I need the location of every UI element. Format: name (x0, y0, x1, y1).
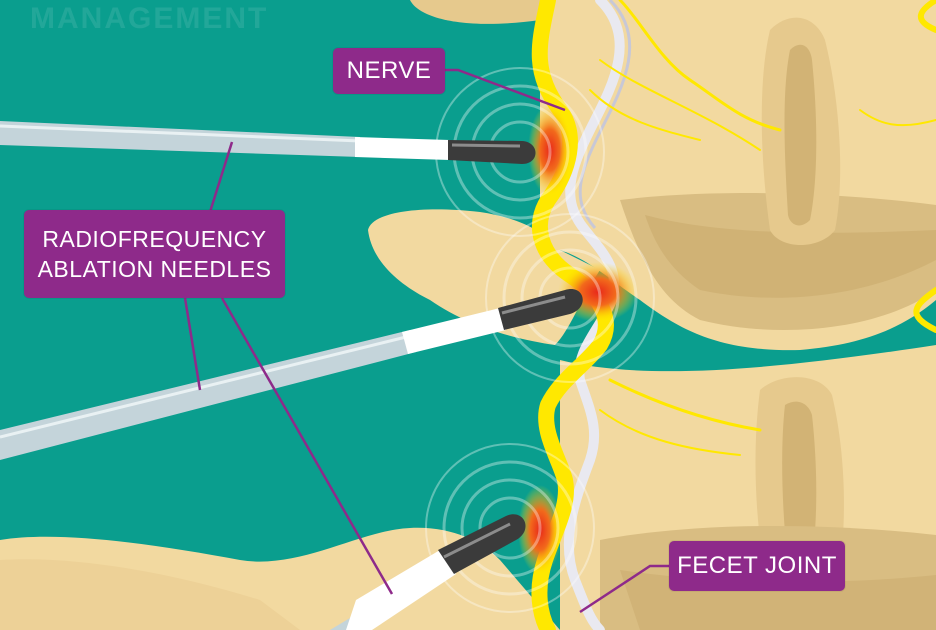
leader-rf-to-mid-needle (183, 297, 202, 391)
needle-middle-shaft (0, 330, 416, 460)
nerve-right-branch (859, 109, 936, 127)
rf-ablation-needles-label: RADIOFREQUENCY ABLATION NEEDLES (24, 210, 285, 298)
vertebra-top-left-lobe (410, 0, 540, 24)
facet-label-text: FECET JOINT (677, 552, 837, 579)
wave-mid-2 (520, 248, 620, 348)
needle-top-shaft-shine (0, 124, 361, 143)
needle-bottom-sleeve (346, 550, 456, 630)
leader-nerve (444, 68, 566, 112)
leader-rf-to-top-needle (208, 141, 234, 213)
wave-bottom-2 (460, 478, 560, 578)
leader-rf-to-bottom-needle (220, 297, 394, 595)
nerve-branch-top3 (589, 89, 701, 141)
nerve-label-text: NERVE (346, 57, 432, 84)
heat-zone-bottom (518, 485, 562, 575)
vertebra-top-inner-shadow (645, 215, 936, 298)
nerve-label: NERVE (333, 48, 445, 94)
wave-bottom-1 (478, 496, 542, 560)
rf-label-line1: RADIOFREQUENCY (42, 226, 267, 252)
heat-zone-top (528, 104, 572, 196)
wave-mid-4 (485, 213, 655, 383)
spinous-ridge-top-core (784, 44, 817, 226)
wave-mid-3 (502, 230, 638, 366)
needle-middle-tip-shine (501, 295, 566, 315)
nerve-right-top (918, 0, 936, 33)
needle-bottom-tip-shine (443, 522, 511, 559)
rf-label-line2: ABLATION NEEDLES (37, 256, 272, 282)
watermark-text: MANAGEMENT (30, 2, 269, 35)
wave-bottom-4 (425, 443, 595, 613)
needle-top-tip-shine (451, 143, 521, 148)
leader-lines (183, 68, 670, 614)
needle-top-sleeve (355, 137, 450, 160)
nerve-branch-top (618, 0, 782, 132)
nerve-branch-mid2 (599, 409, 741, 456)
nerve-branch-top2 (599, 59, 761, 151)
needle-bottom (330, 514, 526, 630)
needle-top-tip (448, 140, 536, 164)
facet-cartilage-shadow (578, 0, 632, 229)
leader-facet (579, 564, 670, 614)
needle-bottom-tip (438, 514, 526, 574)
needle-middle (0, 289, 583, 460)
process-bottom-shadow (0, 559, 300, 630)
facet-joint-label: FECET JOINT (669, 541, 845, 591)
nerve-branch-mid (608, 378, 762, 432)
nerve-right-mid (913, 287, 936, 333)
needle-middle-shaft-shine (0, 334, 411, 439)
needle-middle-sleeve (402, 308, 506, 354)
wave-bottom-3 (442, 460, 578, 596)
needle-top (0, 121, 536, 164)
